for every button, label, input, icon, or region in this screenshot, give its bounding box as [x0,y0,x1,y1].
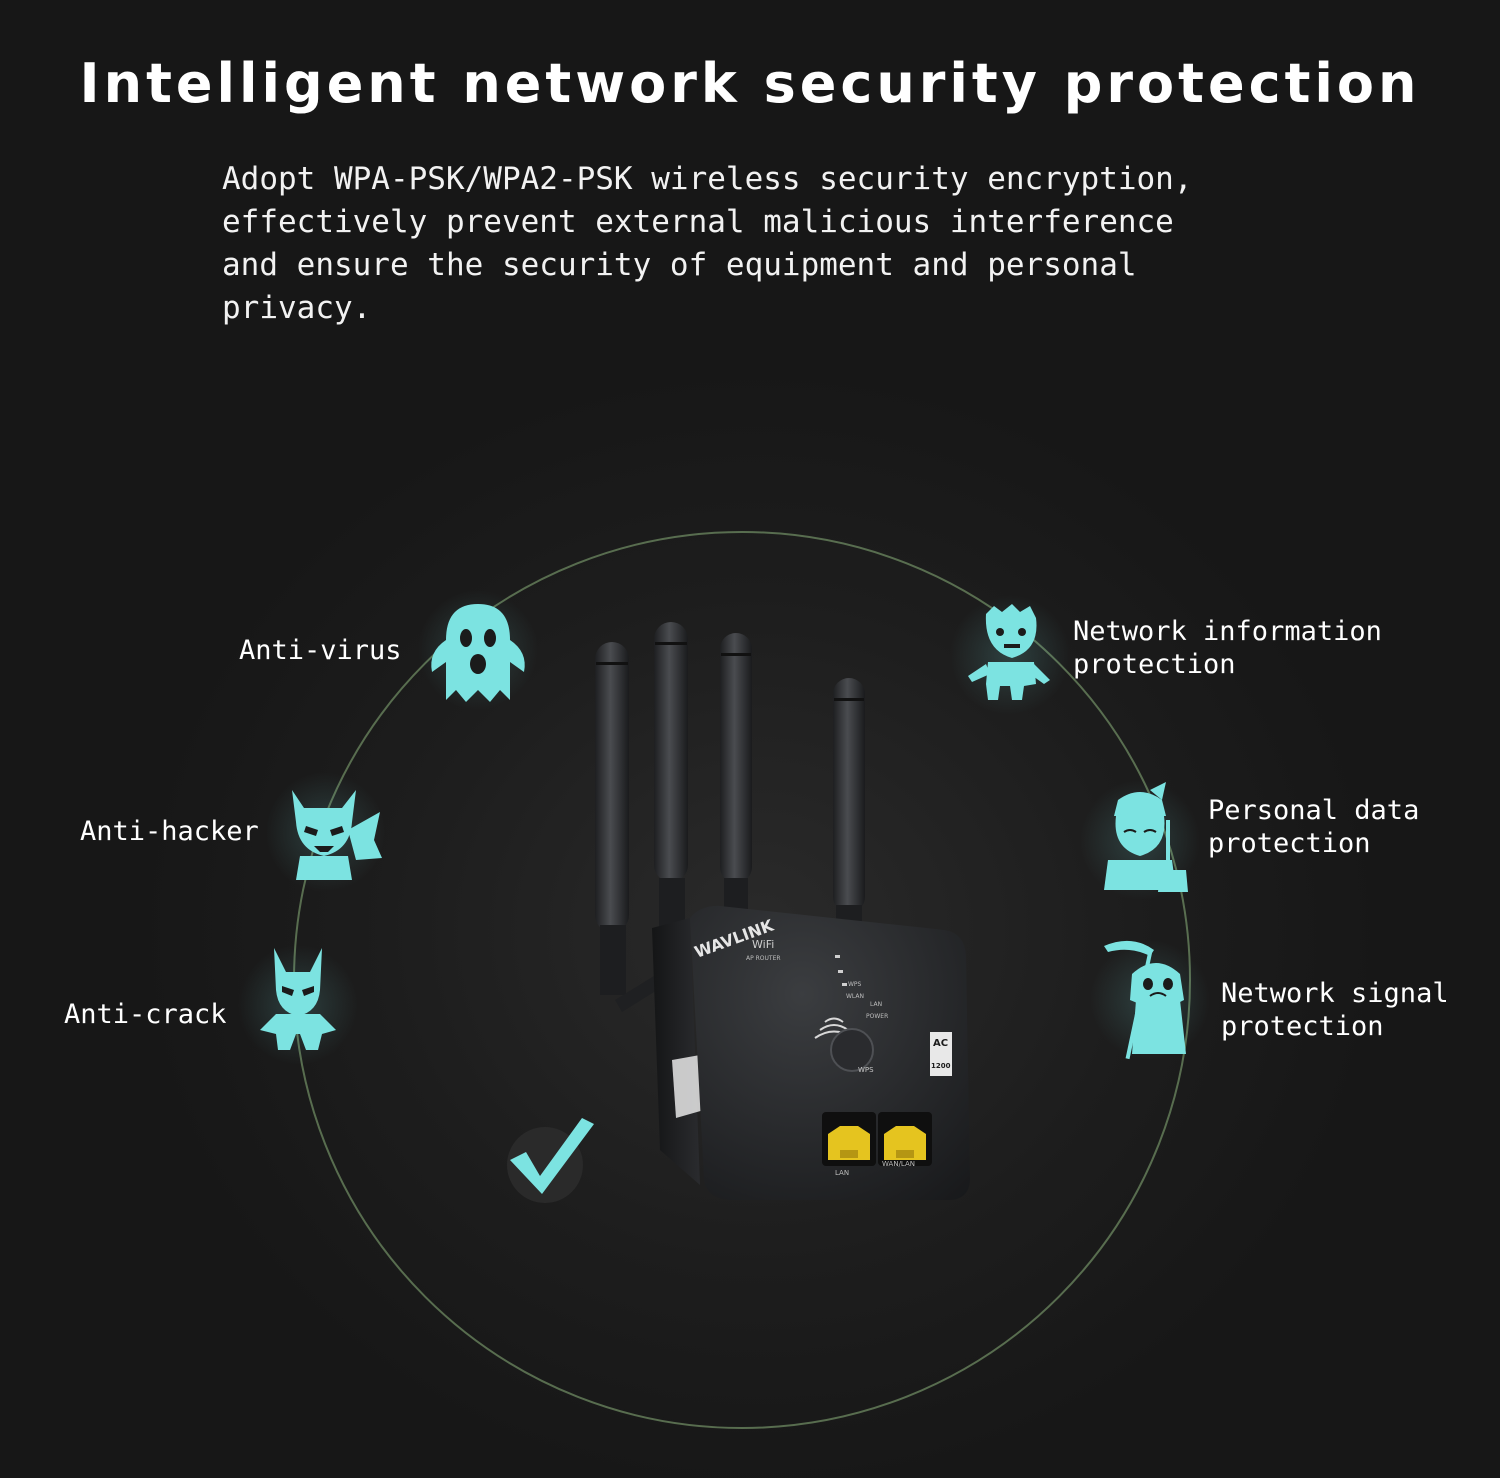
label-anti-virus: Anti-virus [239,635,402,666]
wps-button[interactable] [830,1028,874,1072]
wan-port-label: WAN/LAN [882,1160,915,1168]
led-label-lan: LAN [870,1001,882,1008]
bat-demon-icon [265,772,385,892]
ghost-icon [418,590,538,710]
badge-bottom-text: 1200 [931,1062,951,1070]
lan-port[interactable] [822,1112,876,1166]
page-title: Intelligent network security protection [79,52,1421,115]
intro-paragraph: Adopt WPA-PSK/WPA2-PSK wireless security… [222,161,1193,326]
label-anti-hacker: Anti-hacker [80,816,259,847]
router-device: WAVLINK WiFi AP ROUTER WPS WLAN LAN POWE… [595,622,970,1200]
wan-lan-port[interactable] [878,1112,932,1166]
label-anti-crack: Anti-crack [64,999,227,1030]
wps-button-label: WPS [858,1066,874,1074]
antenna-2 [654,622,688,938]
led-label-power: POWER [866,1013,888,1020]
lan-port-label: LAN [835,1169,849,1177]
led-label-wlan: WLAN [846,993,864,1000]
label-network-information: Network information protection [1073,616,1382,680]
zombie-icon [950,595,1070,715]
witch-icon [1080,780,1200,900]
router-side-panel [652,918,700,1185]
router-model-label: AP ROUTER [746,955,781,962]
badge-top-text: AC [933,1038,948,1049]
led-label-wps: WPS [848,981,862,988]
label-network-signal: Network signal protection [1221,978,1449,1042]
grim-reaper-icon [1090,940,1210,1060]
antenna-1 [595,642,629,995]
antenna-3 [720,633,752,933]
checkmark-icon [507,1118,594,1203]
horned-devil-icon [238,945,358,1065]
ac-badge [930,1032,952,1076]
router-wifi-label: WiFi [752,938,774,951]
label-personal-data: Personal data protection [1208,795,1420,859]
